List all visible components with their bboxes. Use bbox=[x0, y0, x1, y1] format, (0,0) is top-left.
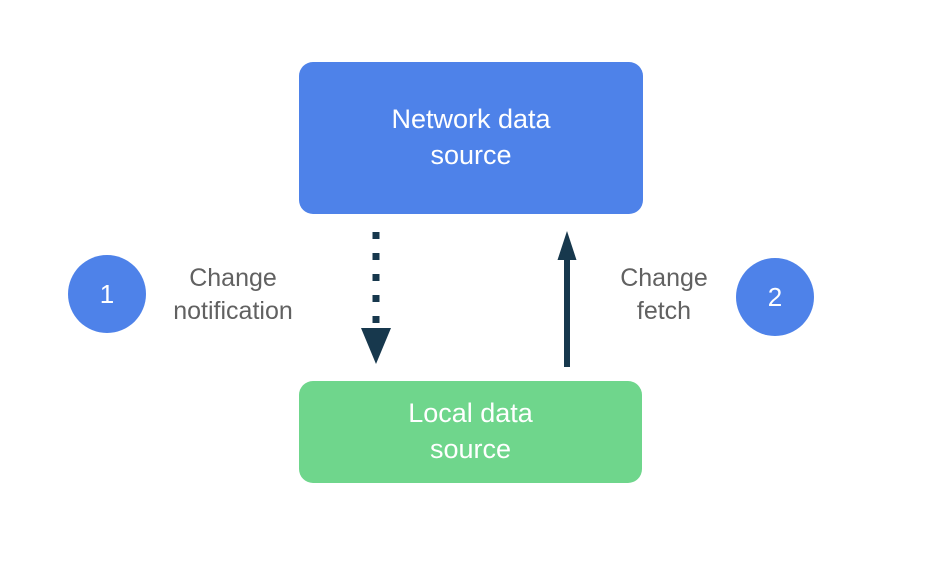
step-1-label: Change notification bbox=[173, 264, 293, 325]
local-data-source-node: Local data source bbox=[299, 381, 642, 483]
step-1-badge: 1 bbox=[68, 255, 146, 333]
local-data-source-label: Local data source bbox=[408, 398, 533, 464]
step-2-number: 2 bbox=[767, 281, 783, 312]
change-fetch-solid-up-arrow-icon bbox=[557, 231, 577, 367]
dotted-arrow-head bbox=[361, 328, 391, 364]
step-2-label: Change fetch bbox=[620, 264, 708, 325]
step-1-number: 1 bbox=[99, 278, 115, 309]
step-2-badge: 2 bbox=[736, 258, 814, 336]
change-notification-dotted-down-arrow-icon bbox=[361, 232, 391, 364]
network-data-source-label: Network data source bbox=[391, 104, 551, 170]
network-data-source-node: Network data source bbox=[299, 62, 643, 214]
solid-arrow-head bbox=[557, 231, 577, 260]
